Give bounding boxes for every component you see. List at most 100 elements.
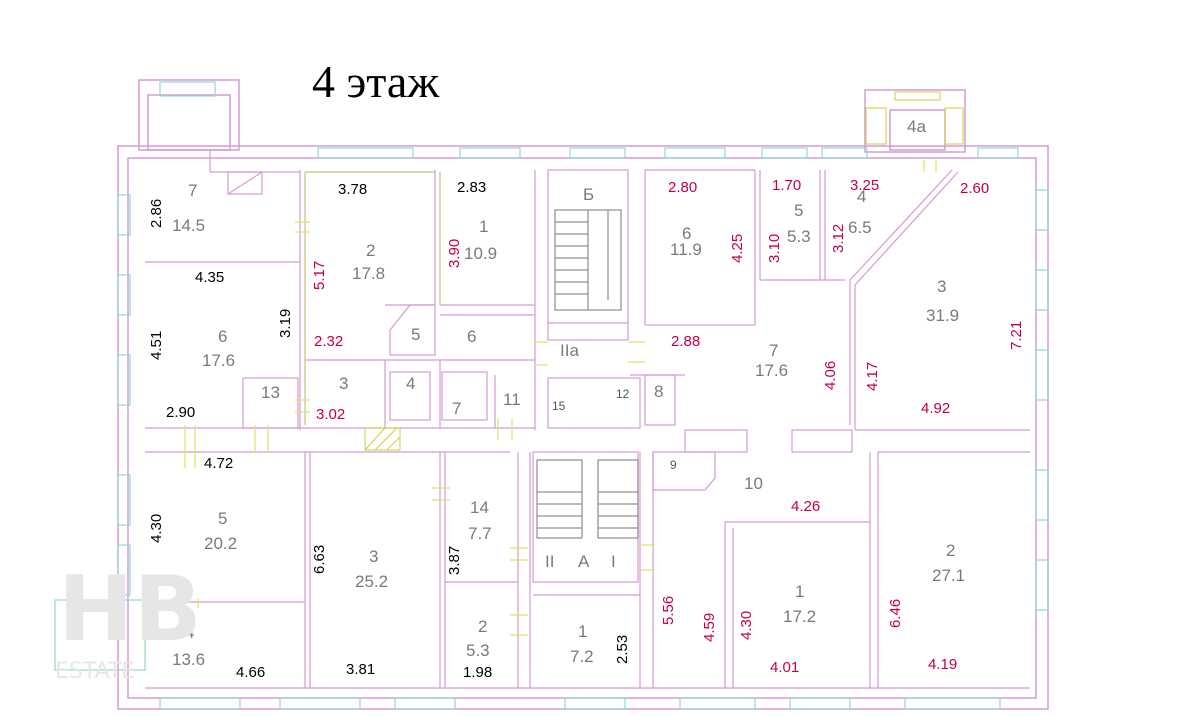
room-id: 4 [406, 374, 415, 393]
dimension: 3.25 [850, 177, 879, 194]
room-area: 5.3 [466, 641, 490, 660]
doors [171, 160, 937, 636]
room-id: IIa [560, 341, 579, 360]
room-area: 25.2 [355, 572, 388, 591]
dimension: 4.72 [204, 455, 233, 472]
watermark-logo: HB ESTATE [55, 557, 202, 684]
room-number: 7 [188, 181, 197, 200]
room-id: 8 [654, 382, 663, 401]
room-area: 5.3 [787, 227, 811, 246]
dimension: 4.06 [822, 361, 839, 390]
dimensions-black: 2.86 3.78 2.83 4.35 3.19 4.51 2.90 4.72 … [148, 179, 631, 681]
dimension: 2.86 [148, 199, 165, 228]
dimension: 3.90 [446, 239, 463, 268]
room-id: 12 [616, 387, 630, 401]
room-area: 14.5 [172, 216, 205, 235]
dimension: 2.90 [166, 404, 195, 421]
room-area: 17.6 [755, 361, 788, 380]
room-number: 1 [795, 582, 804, 601]
room-number: 3 [369, 547, 378, 566]
room-number: 5 [794, 201, 803, 220]
room-number: 5 [218, 509, 227, 528]
room-number: 1 [578, 622, 587, 641]
room-number: 14 [470, 498, 489, 517]
dimension: 3.81 [346, 661, 375, 678]
dimension: 3.02 [316, 406, 345, 423]
watermark-text: ESTATE [55, 659, 135, 684]
dimension: 4.30 [738, 611, 755, 640]
watermark-mark: HB [58, 557, 202, 662]
room-number: 1 [479, 217, 488, 236]
dimension: 4.35 [195, 269, 224, 286]
dimension: 1.70 [772, 177, 801, 194]
room-id: 10 [744, 474, 763, 493]
dimension: 2.60 [960, 180, 989, 197]
dimension: 4.30 [148, 514, 165, 543]
dimensions-red: 2.80 1.70 3.25 2.60 5.17 3.90 4.25 3.10 … [311, 177, 1025, 676]
windows [54, 81, 1049, 710]
room-area: 11.9 [670, 240, 702, 259]
dimension: 4.25 [729, 234, 746, 263]
dimension: 4.92 [921, 400, 950, 417]
dimension: 4.66 [236, 664, 265, 681]
room-id: Б [583, 185, 594, 204]
dimension: 4.51 [148, 331, 165, 360]
room-number: 3 [937, 277, 946, 296]
room-id: II [545, 552, 554, 571]
dimension: 7.21 [1008, 321, 1025, 350]
room-area: 10.9 [464, 244, 497, 263]
dimension: 4.59 [701, 613, 718, 642]
dimension: 3.12 [830, 224, 847, 253]
room-id: А [578, 552, 590, 571]
dimension: 2.88 [671, 333, 700, 350]
room-area: 31.9 [926, 306, 959, 325]
room-id: 6 [467, 327, 476, 346]
room-number: 4 [185, 623, 194, 642]
room-number: 2 [946, 541, 955, 560]
room-id: 11 [503, 390, 521, 409]
dimension: 2.80 [668, 179, 697, 196]
room-area: 27.1 [932, 566, 965, 585]
dimension: 4.01 [770, 659, 799, 676]
room-id: 5 [411, 325, 420, 344]
room-id: 13 [261, 383, 280, 402]
room-area: 7.7 [468, 524, 492, 543]
room-area: 7.2 [570, 647, 594, 666]
room-number: 2 [478, 617, 487, 636]
room-number: 7 [769, 341, 778, 360]
dimension: 3.78 [338, 181, 367, 198]
room-number: 6 [682, 224, 691, 243]
dimension: 1.98 [463, 664, 492, 681]
room-id: I [611, 552, 616, 571]
room-area: 13.6 [172, 650, 205, 669]
room-labels: 7 14.5 2 17.8 1 10.9 6 11.9 5 5.3 4 6.5 … [172, 181, 965, 669]
dimension: 3.19 [277, 309, 294, 338]
room-area: 17.2 [783, 607, 816, 626]
dimension: 5.17 [311, 261, 328, 290]
room-area: 17.6 [202, 351, 235, 370]
dimension: 3.87 [446, 546, 463, 575]
dimension: 3.10 [766, 234, 783, 263]
dimension: 4.19 [928, 656, 957, 673]
dimension: 5.56 [660, 596, 677, 625]
room-area: 20.2 [204, 534, 237, 553]
room-id: 9 [670, 458, 677, 472]
dimension: 4.17 [864, 362, 881, 391]
room-id: 15 [552, 399, 566, 413]
room-area: 17.8 [352, 264, 385, 283]
room-ids: 5 6 IIa 13 3 4 7 11 15 12 8 9 10 Б II А … [261, 117, 926, 571]
dimension: 6.63 [311, 545, 328, 574]
dimension: 2.32 [314, 333, 343, 350]
dimension: 4.26 [791, 498, 820, 515]
dimension: 6.46 [887, 599, 904, 628]
interior-walls [145, 150, 1030, 689]
dimension: 2.53 [614, 635, 631, 664]
room-id: 3 [339, 374, 348, 393]
room-number: 6 [218, 327, 227, 346]
room-id: 7 [452, 399, 461, 418]
room-area: 6.5 [848, 218, 872, 237]
dimension: 2.83 [457, 179, 486, 196]
room-id: 4а [907, 117, 926, 136]
room-number: 4 [857, 187, 866, 206]
